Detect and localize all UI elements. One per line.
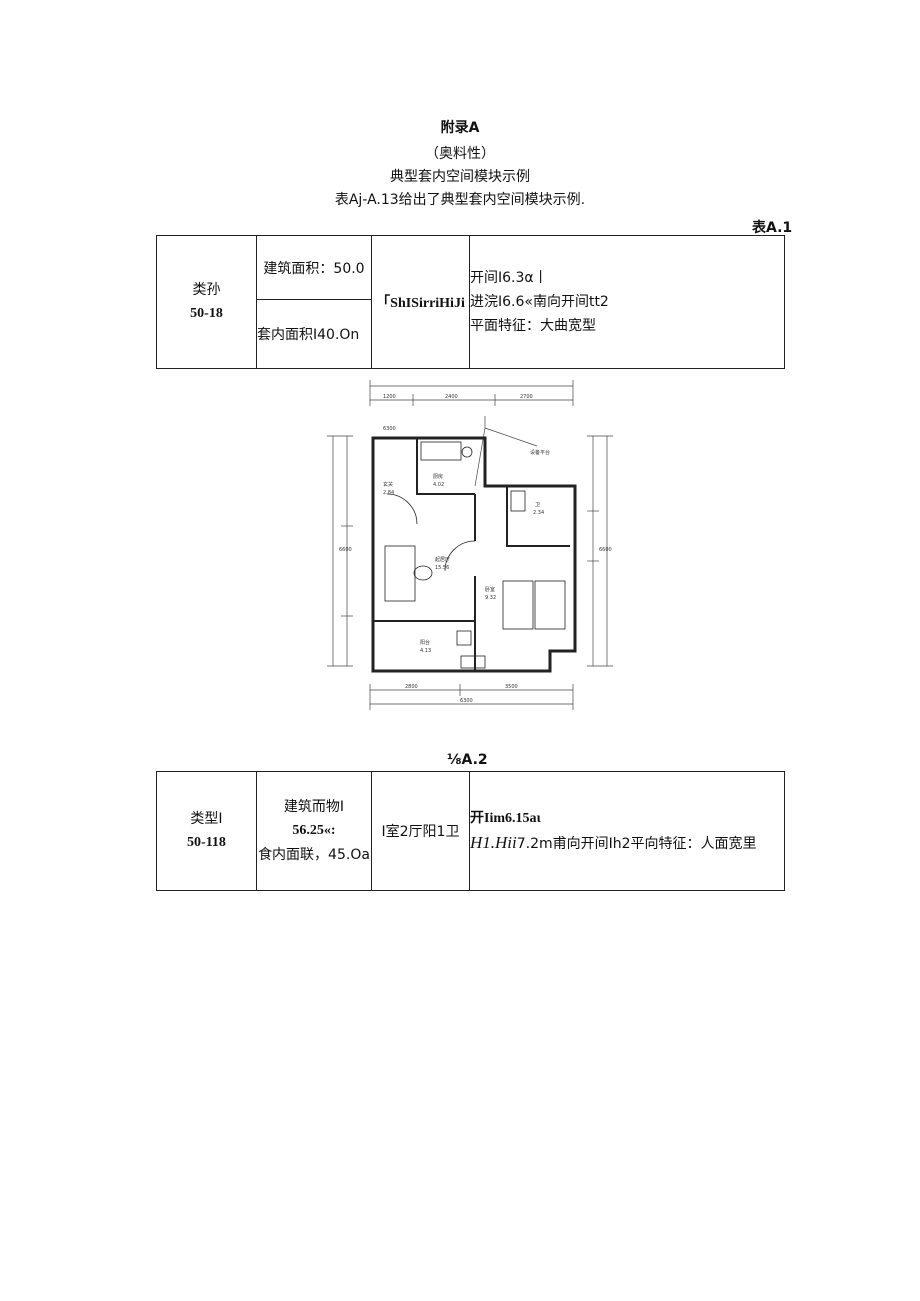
table1-type-cell: 类孙 50-18 xyxy=(156,235,257,369)
table1-desc-2: 进浣I6.6«南向开间tt2 xyxy=(470,294,609,310)
table1-inner-area: 套内面积I40.On xyxy=(256,299,372,369)
table1-layout: 「ShISirriHiJi xyxy=(371,235,470,369)
appendix-nature: （奥料性） xyxy=(425,146,495,162)
room-balcony: 阳台 xyxy=(420,639,430,646)
dim-left-total: 6600 xyxy=(339,547,352,553)
table2-layout: I室2厅阳1卫 xyxy=(371,771,470,891)
table1: 类孙 50-18 建筑面积：50.0 「ShISirriHiJi 开间I6.3α… xyxy=(156,235,785,369)
table2-type-value: 50-118 xyxy=(187,835,226,850)
room-kitchen-area: 4.02 xyxy=(433,482,444,488)
table2-building-area-value: 56.25«: xyxy=(292,823,336,838)
dim-right-total: 6600 xyxy=(599,547,612,553)
floor-plan-svg: 6300 1200 2400 2700 2800 3500 6300 6600 … xyxy=(327,380,613,710)
table2: 类型I 50-118 建筑而物I 56.25«: 食内面联，45.Oa I室2厅… xyxy=(156,771,785,891)
dim-top-total: 6300 xyxy=(383,426,396,432)
room-living-area: 15.56 xyxy=(435,565,449,571)
table2-desc-2: H1.Hii7.2m甫向开间Ih2平向特征：人面宽里 xyxy=(470,831,784,856)
dim-top-c: 2700 xyxy=(520,394,533,400)
room-balcony-area: 4.13 xyxy=(420,648,431,654)
appendix-title: 典型套内空间模块示例 xyxy=(390,169,530,185)
dim-top-b: 2400 xyxy=(445,394,458,400)
table2-building-area-label: 建筑而物I xyxy=(283,799,345,815)
table2-label: ⅛A.2 xyxy=(447,752,488,768)
table2-desc-2-rest: 7.2m甫向开间Ih2平向特征：人面宽里 xyxy=(516,835,757,852)
table1-description: 开间I6.3α丨 进浣I6.6«南向开间tt2 平面特征：大曲宽型 xyxy=(469,235,785,369)
room-kitchen: 厨房 xyxy=(433,473,443,480)
floor-plan: 6300 1200 2400 2700 2800 3500 6300 6600 … xyxy=(325,376,615,720)
dim-top-a: 1200 xyxy=(383,394,396,400)
table2-description: 开Iim6.15aι H1.Hii7.2m甫向开间Ih2平向特征：人面宽里 xyxy=(469,771,785,891)
dim-bottom-total: 6300 xyxy=(460,698,473,704)
table1-type-label: 类孙 xyxy=(192,282,221,298)
room-light-well: 设备平台 xyxy=(530,449,550,456)
table2-desc-1: 开Iim6.15aι xyxy=(470,810,541,826)
room-entry-area: 2.84 xyxy=(383,490,394,496)
table1-type-value: 50-18 xyxy=(190,306,223,321)
table1-building-area: 建筑面积：50.0 xyxy=(256,235,372,300)
appendix-intro: 表Aj-A.13给出了典型套内空间模块示例. xyxy=(334,192,586,208)
table2-area-cell: 建筑而物I 56.25«: 食内面联，45.Oa xyxy=(256,771,372,891)
table2-desc-2-italic: H1.Hii xyxy=(470,832,517,852)
room-living: 起居厅 xyxy=(435,557,450,563)
table2-type-cell: 类型I 50-118 xyxy=(156,771,257,891)
table1-label: 表A.1 xyxy=(752,220,793,236)
table2-type-label: 类型I xyxy=(190,811,223,827)
appendix-heading: 附录A xyxy=(440,120,480,136)
table1-desc-3: 平面特征：大曲宽型 xyxy=(470,318,596,334)
room-bedroom: 卧室 xyxy=(485,586,495,593)
room-bath-area: 2.34 xyxy=(533,510,544,516)
dim-bottom-b: 3500 xyxy=(505,684,518,690)
room-bath: 卫 xyxy=(535,502,540,508)
dim-bottom-a: 2800 xyxy=(405,684,418,690)
table2-inner-area: 食内面联，45.Oa xyxy=(258,847,370,863)
room-bedroom-area: 9.32 xyxy=(485,595,496,601)
table1-desc-1: 开间I6.3α丨 xyxy=(470,270,548,286)
room-entry: 玄关 xyxy=(383,481,393,488)
